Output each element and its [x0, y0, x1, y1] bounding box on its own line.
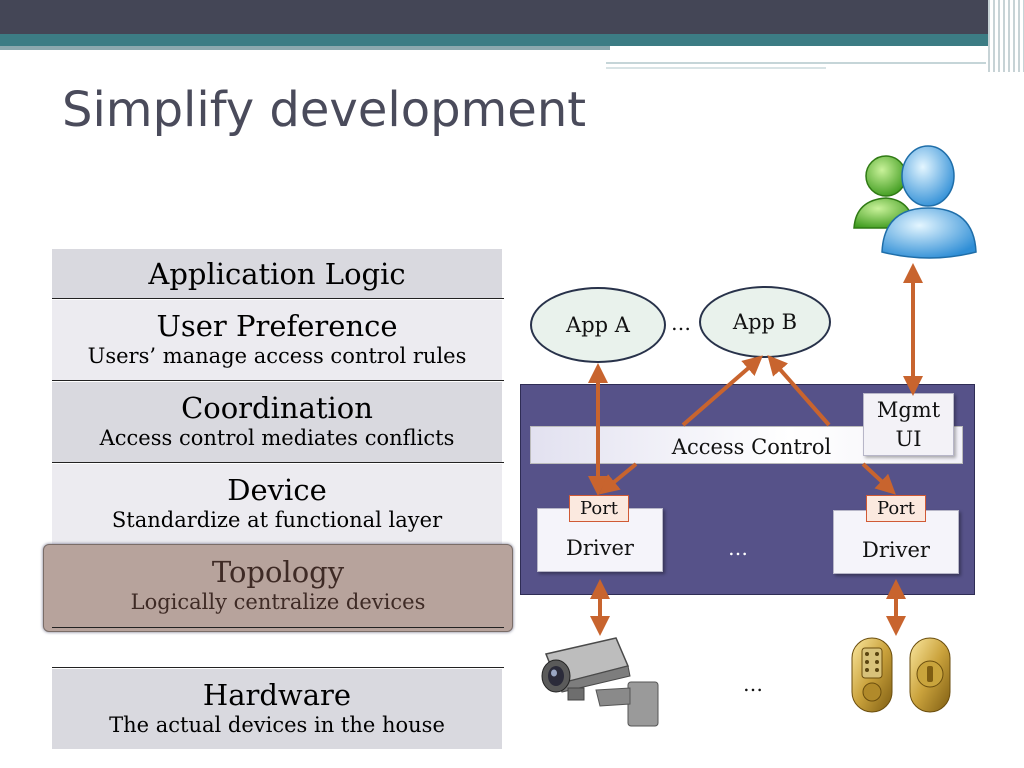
layer-description: The actual devices in the house — [109, 713, 445, 737]
layer-divider — [52, 627, 504, 628]
port-label: Port — [569, 495, 629, 522]
security-camera-icon — [541, 637, 659, 727]
app-b-arrow — [767, 354, 831, 427]
header-line — [606, 62, 986, 64]
header-bar — [0, 0, 1024, 34]
device-ellipsis: … — [743, 672, 763, 696]
access-control-port-arrow — [861, 462, 896, 495]
app-b-node: App B — [699, 286, 831, 358]
layer-description: Standardize at functional layer — [111, 508, 443, 532]
layer-hardware: Hardware The actual devices in the house — [52, 669, 502, 749]
layer-description: Users’ manage access control rules — [87, 344, 467, 368]
app-b-arrow — [681, 355, 764, 427]
header-line — [606, 67, 826, 69]
access-control-port-arrow — [598, 462, 638, 495]
app-a-node: App A — [530, 287, 666, 363]
layer-device: Device Standardize at functional layer — [52, 464, 502, 544]
door-lock-icon — [851, 637, 951, 713]
layer-topology: Topology Logically centralize devices — [43, 544, 513, 632]
header-underline — [0, 46, 610, 50]
layer-user-preference: User Preference Users’ manage access con… — [52, 300, 502, 380]
header-accent-bar — [0, 34, 1024, 46]
mgmt-ui-box: Mgmt UI — [863, 393, 954, 456]
layer-description: Logically centralize devices — [130, 590, 426, 614]
layer-divider — [52, 667, 504, 668]
layer-divider — [52, 462, 504, 463]
mgmt-ui-label: Mgmt — [876, 398, 941, 422]
layer-title: Application Logic — [148, 257, 406, 291]
layer-title: Topology — [211, 555, 345, 589]
layer-title: Coordination — [181, 391, 373, 425]
layer-title: Device — [227, 473, 327, 507]
port-label: Port — [866, 495, 926, 522]
users-icon — [853, 145, 977, 259]
layer-title: Hardware — [202, 678, 352, 712]
layer-divider — [52, 380, 504, 381]
layer-coordination: Coordination Access control mediates con… — [52, 382, 502, 462]
layer-application-logic: Application Logic — [52, 249, 502, 299]
mgmt-ui-label: UI — [895, 427, 922, 451]
layer-divider — [52, 298, 504, 299]
layer-description: Access control mediates conflicts — [99, 426, 455, 450]
layer-title: User Preference — [156, 309, 398, 343]
header-corner-stripes — [988, 0, 1024, 72]
driver-ellipsis: … — [728, 536, 748, 560]
app-ellipsis: … — [671, 311, 691, 335]
slide-title: Simplify development — [62, 82, 587, 138]
